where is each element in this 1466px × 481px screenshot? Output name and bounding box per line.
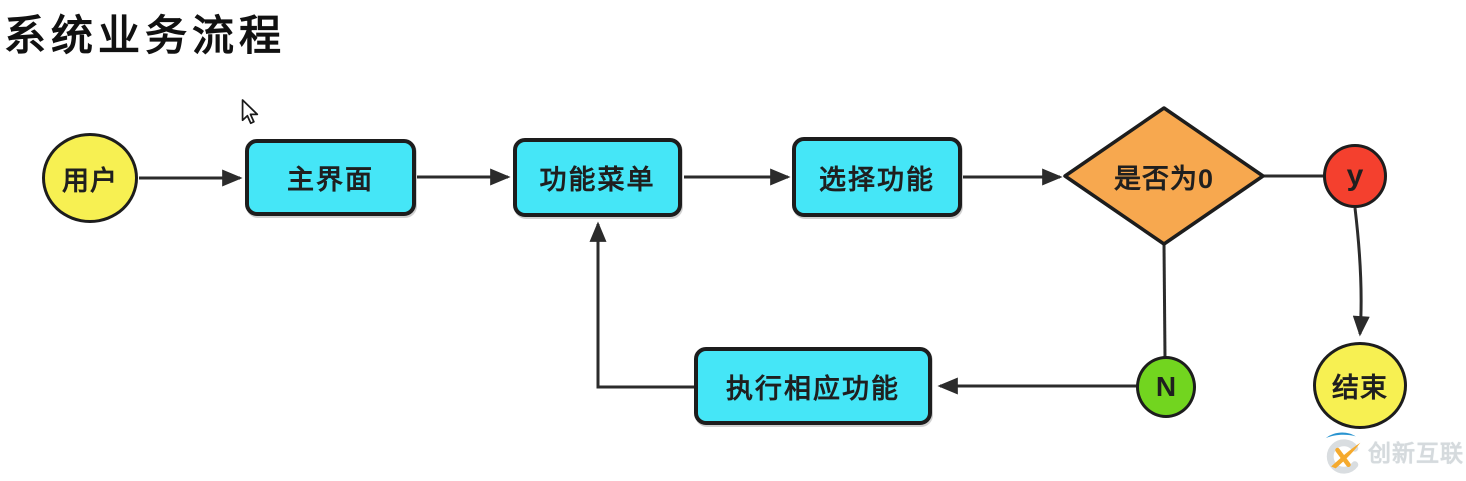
mouse-cursor-icon	[241, 99, 259, 125]
page-title: 系统业务流程	[4, 12, 287, 59]
edge-exec-menu	[589, 221, 694, 389]
node-end-label: 结束	[1332, 373, 1388, 403]
node-menu-label: 功能菜单	[539, 165, 656, 195]
node-yes: y	[1323, 144, 1387, 208]
node-main: 主界面	[245, 139, 416, 216]
edge-yes-end	[1352, 207, 1370, 337]
watermark-logo-icon	[1325, 432, 1361, 474]
node-no-label: N	[1155, 371, 1177, 402]
watermark: 创新互联	[1322, 426, 1464, 476]
node-exec: 执行相应功能	[694, 347, 932, 425]
edge-decision-no	[1162, 243, 1167, 359]
node-end: 结束	[1313, 342, 1407, 429]
node-user-label: 用户	[62, 165, 118, 196]
node-decision: 是否为0	[1062, 105, 1266, 247]
node-select-label: 选择功能	[819, 164, 935, 195]
node-select: 选择功能	[792, 137, 962, 217]
watermark-text: 创新互联	[1368, 440, 1464, 466]
node-menu: 功能菜单	[513, 138, 682, 217]
node-no: N	[1136, 356, 1196, 418]
node-user: 用户	[42, 133, 138, 223]
node-exec-label: 执行相应功能	[726, 373, 900, 404]
node-yes-label: y	[1346, 159, 1364, 192]
decision-diamond-shape	[1063, 106, 1265, 246]
node-decision-label: 是否为0	[1113, 163, 1215, 194]
node-main-label: 主界面	[287, 165, 374, 195]
